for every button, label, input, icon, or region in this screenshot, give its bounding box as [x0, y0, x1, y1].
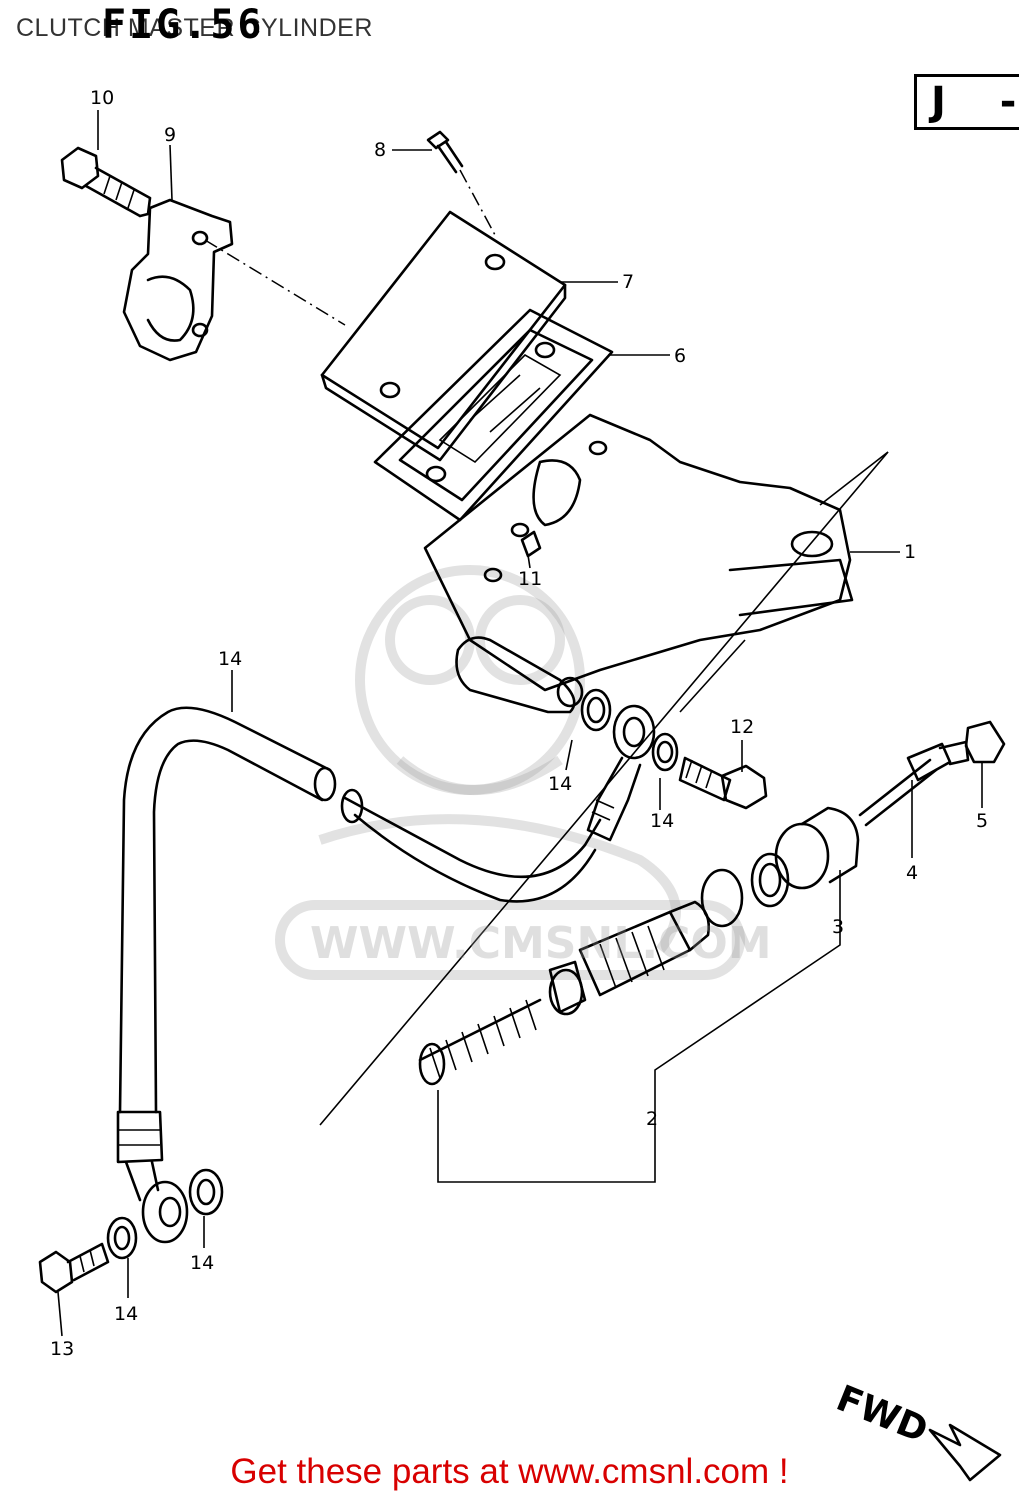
callout-14-lower-left: 14 [114, 1303, 139, 1325]
region-label: J - [931, 79, 1016, 125]
part-cap-7 [320, 210, 567, 462]
callout-14-lower-right: 14 [190, 1252, 215, 1274]
callout-6: 6 [674, 345, 687, 367]
part-bolt-12 [678, 756, 768, 810]
callout-8: 8 [374, 139, 387, 161]
callout-14-upper-left: 14 [548, 773, 573, 795]
callout-14-upper-right: 14 [650, 810, 675, 832]
part-hose-15 [116, 706, 602, 1202]
callout-9: 9 [164, 124, 177, 146]
callout-leaders [57, 110, 983, 1337]
watermark-text: WWW.CMSNL.COM [310, 918, 772, 969]
watermark-logo [275, 565, 745, 980]
fwd-arrow [928, 1423, 1002, 1482]
callout-3: 3 [832, 916, 845, 938]
callout-4: 4 [906, 862, 919, 884]
callout-5: 5 [976, 810, 989, 832]
callout-2: 2 [646, 1108, 659, 1130]
callout-13: 13 [50, 1338, 75, 1360]
page-title: CLUTCH MASTER CYLINDER [16, 14, 373, 42]
part-nut-5 [964, 720, 1006, 764]
figure-label: FIG.56 [102, 2, 265, 48]
footer-link[interactable]: Get these parts at www.cmsnl.com ! [230, 1452, 789, 1491]
part-banjo-union-upper [586, 704, 656, 842]
part-bolt-10 [60, 146, 152, 218]
callout-15: 14 [218, 648, 243, 670]
part-push-rod-4 [858, 740, 970, 827]
part-piston-set-2 [418, 852, 790, 1086]
part-screw-11 [520, 530, 542, 558]
part-banjo-union-lower [106, 1168, 224, 1260]
part-screw-8 [426, 130, 464, 174]
part-body-1 [423, 413, 854, 714]
part-washers-14-upper [580, 688, 679, 772]
part-boot-3 [774, 806, 860, 890]
callout-11: 11 [518, 568, 543, 590]
part-diaphragm-6 [373, 308, 614, 522]
region-badge: J - [914, 74, 1019, 130]
callout-7: 7 [622, 271, 635, 293]
callout-10: 10 [90, 87, 115, 109]
part-bolt-13 [38, 1242, 110, 1294]
part-clamp-9 [122, 198, 234, 362]
callout-1: 1 [904, 541, 917, 563]
callout-12: 12 [730, 716, 755, 738]
